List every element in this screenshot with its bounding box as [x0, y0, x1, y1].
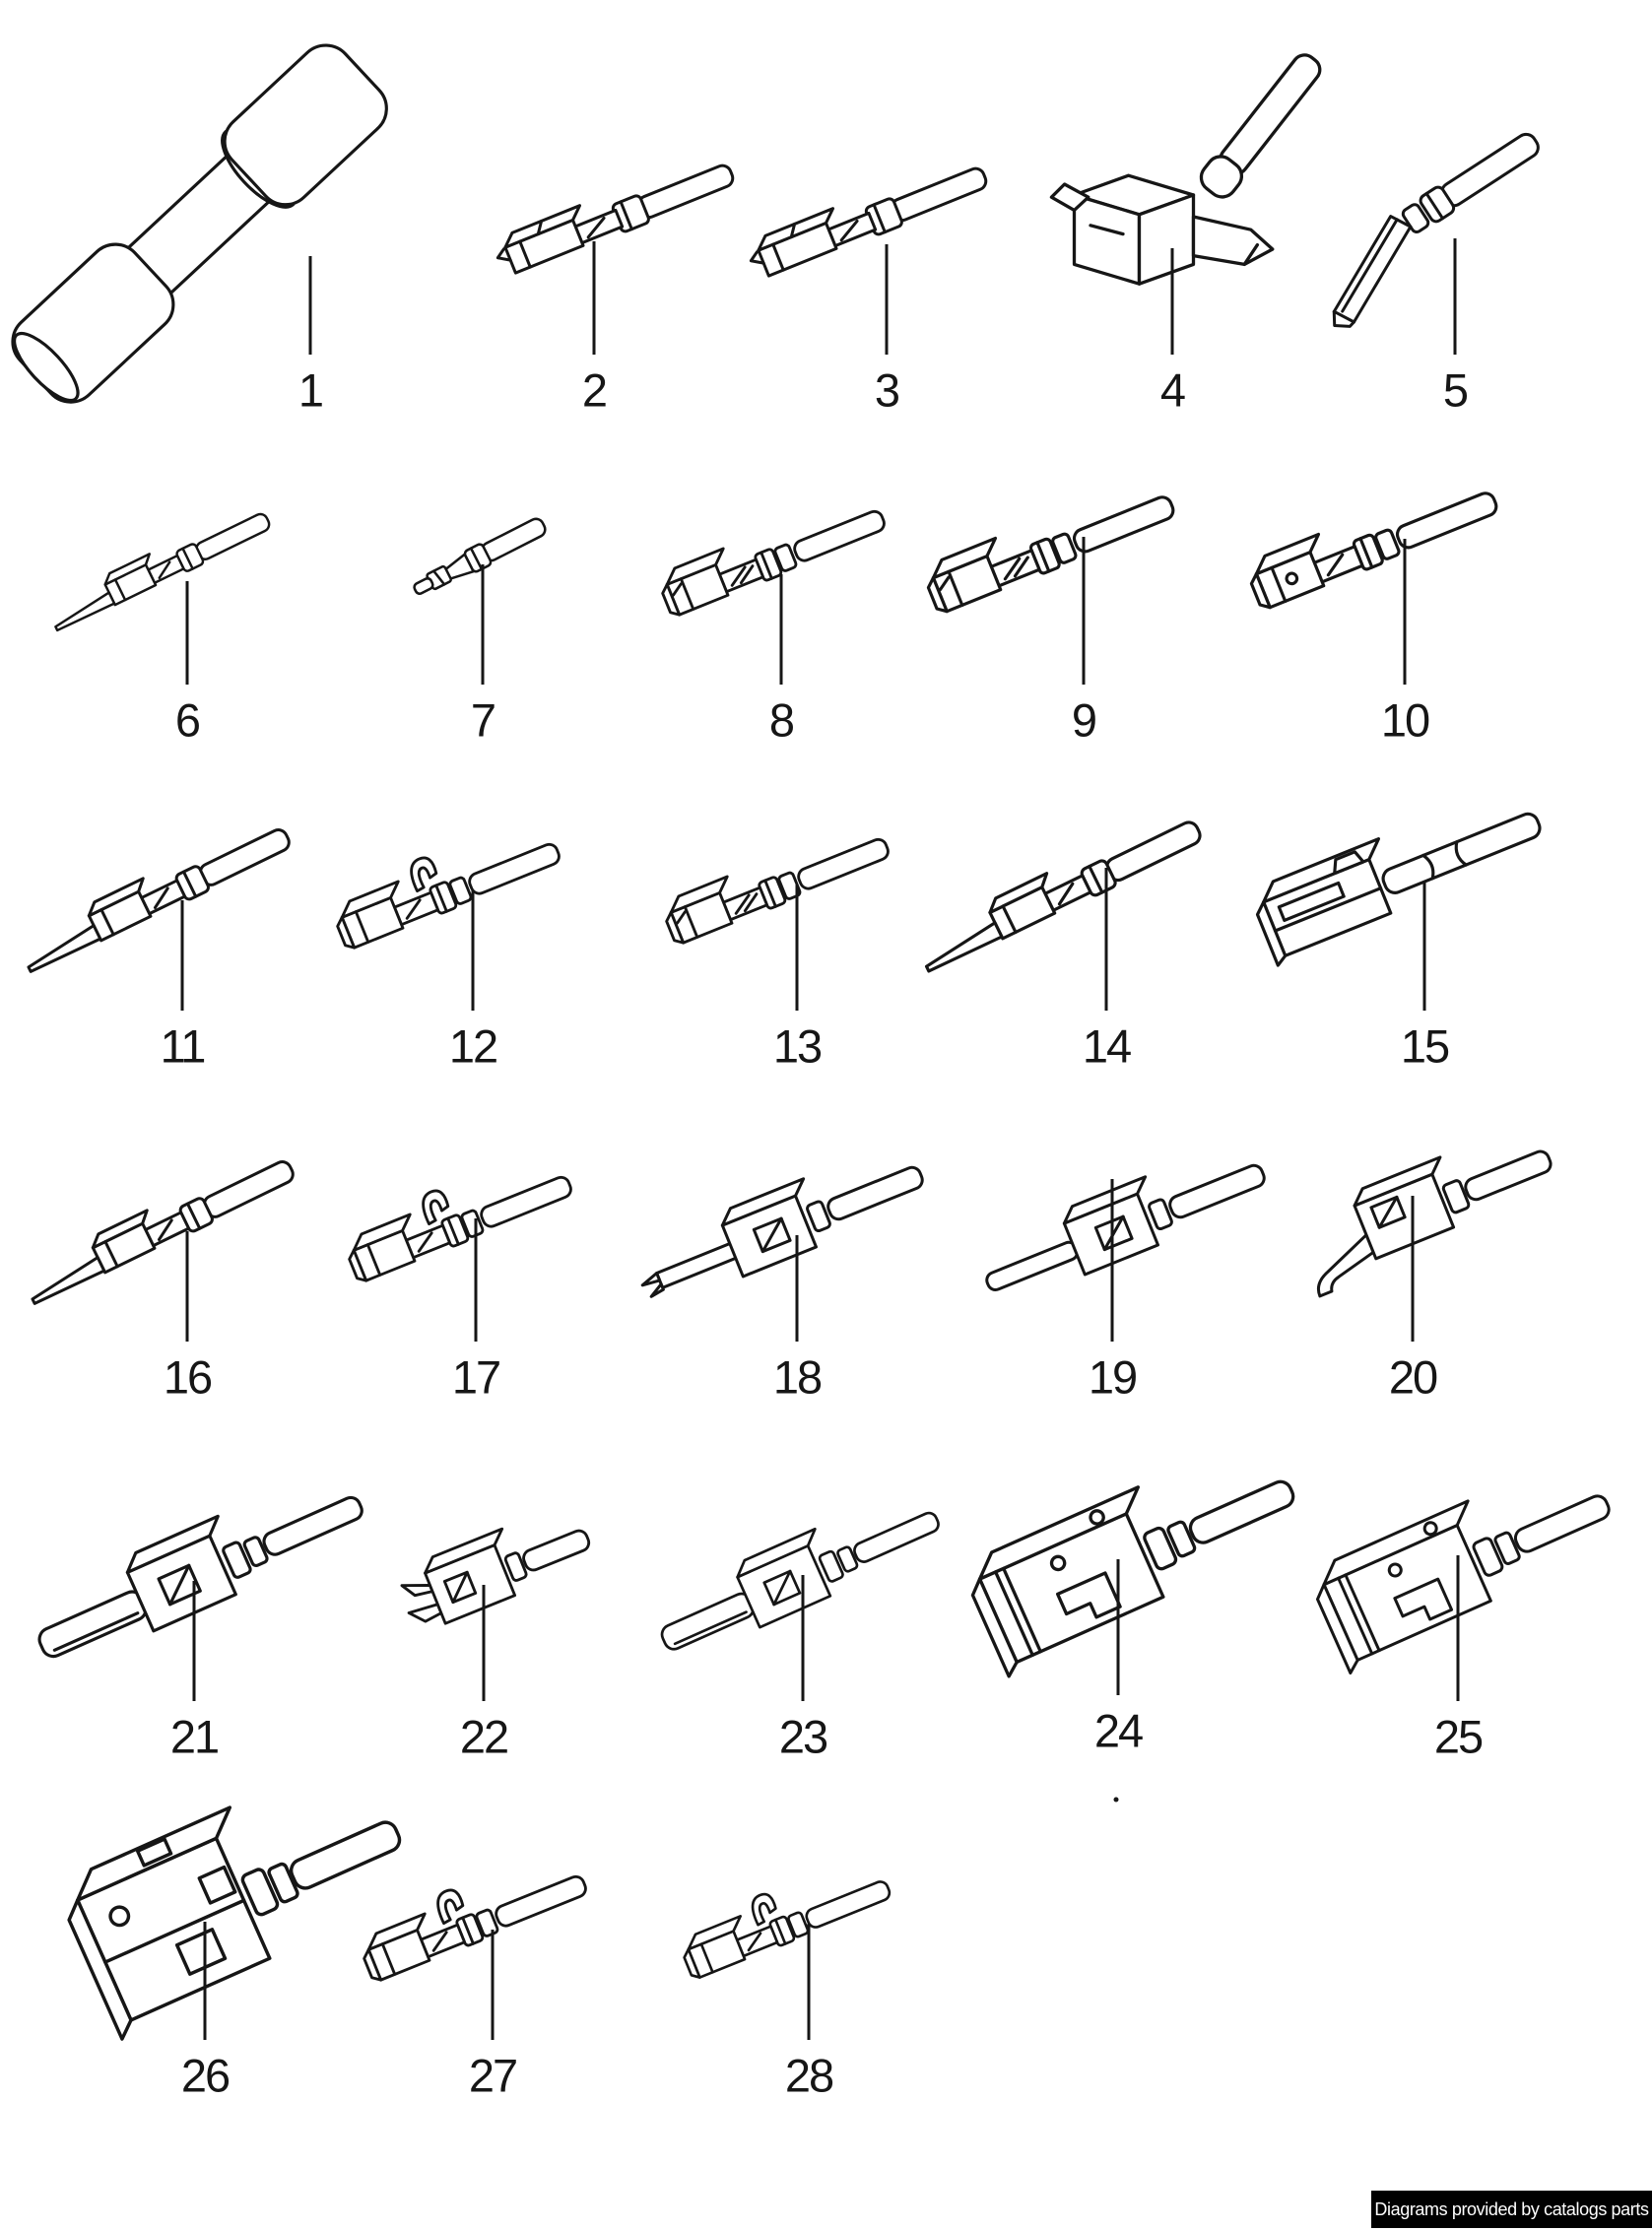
part-number: 27: [468, 2049, 518, 2102]
leader-line: [1170, 248, 1174, 355]
leader-line: [885, 244, 889, 355]
part-number: 6: [174, 693, 201, 747]
leader-line: [491, 1930, 495, 2040]
part-number: 5: [1442, 363, 1469, 417]
part-number: 23: [778, 1710, 828, 1763]
part-drawing: [672, 1848, 894, 1983]
leader-line: [1104, 868, 1108, 1011]
leader-line: [185, 581, 189, 685]
part-number: 13: [772, 1019, 823, 1073]
stray-dot: [1113, 1797, 1119, 1803]
leader-line: [795, 1235, 799, 1342]
part-number: 28: [784, 2049, 834, 2102]
leader-line: [192, 1581, 196, 1701]
credit-badge-text: Diagrams provided by catalogs parts: [1374, 2198, 1649, 2219]
part-number: 18: [772, 1350, 823, 1404]
leader-line: [185, 1231, 189, 1342]
part-number: 22: [459, 1710, 509, 1763]
leader-line: [779, 574, 783, 685]
part-number: 11: [160, 1019, 207, 1073]
part-number: 21: [169, 1710, 220, 1763]
part-number: 19: [1088, 1350, 1138, 1404]
part-number: 10: [1380, 693, 1430, 747]
leader-line: [801, 1575, 805, 1701]
leader-line: [1082, 537, 1086, 685]
leader-line: [807, 1924, 811, 2040]
part-number: 26: [180, 2049, 231, 2102]
part-number: 16: [163, 1350, 213, 1404]
leader-line: [180, 900, 184, 1011]
credit-badge: Diagrams provided by catalogs parts: [1371, 2191, 1652, 2228]
part-number: 9: [1071, 693, 1097, 747]
leader-line: [481, 564, 485, 685]
leader-line: [1116, 1559, 1120, 1695]
part-number: 15: [1400, 1019, 1450, 1073]
part-number: 17: [451, 1350, 501, 1404]
part-number: 8: [768, 693, 795, 747]
leader-line: [1403, 539, 1407, 685]
leader-line: [1422, 883, 1426, 1011]
leader-line: [474, 1218, 478, 1342]
leader-line: [203, 1922, 207, 2040]
part-number: 20: [1388, 1350, 1438, 1404]
leader-line: [592, 241, 596, 355]
part-number: 7: [470, 693, 496, 747]
leader-line: [482, 1585, 486, 1701]
leader-line: [1110, 1179, 1114, 1342]
part-number: 25: [1433, 1710, 1484, 1763]
leader-line: [1411, 1196, 1415, 1342]
part-number: 2: [581, 363, 608, 417]
part-number: 3: [874, 363, 900, 417]
part-number: 1: [297, 363, 324, 417]
part-number: 12: [448, 1019, 498, 1073]
leader-line: [1453, 238, 1457, 355]
leader-line: [795, 885, 799, 1011]
part-number: 14: [1082, 1019, 1132, 1073]
leader-line: [308, 256, 312, 355]
part-number: 4: [1159, 363, 1186, 417]
leader-line: [471, 890, 475, 1011]
leader-line: [1456, 1555, 1460, 1701]
part-drawing: [1304, 1448, 1629, 1675]
part-number: 24: [1093, 1704, 1144, 1757]
